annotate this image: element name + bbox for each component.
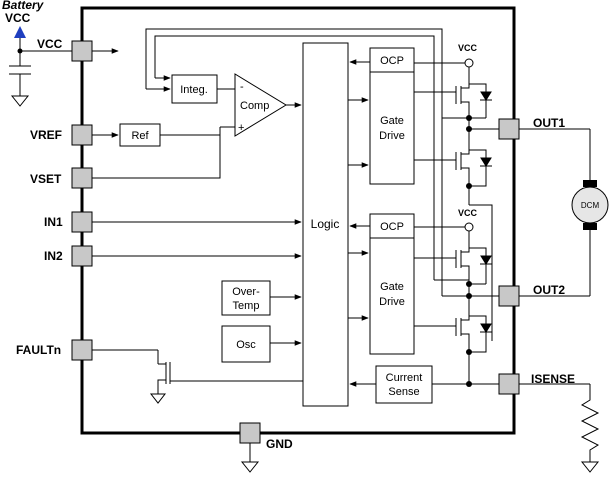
signal-wires — [92, 28, 443, 387]
gate-drive-top-label-2: Drive — [379, 130, 405, 142]
comp-label: Comp — [240, 100, 269, 112]
over-temp-label-2: Temp — [233, 300, 260, 312]
pin-isense-label: ISENSE — [531, 372, 575, 386]
pin-vcc — [71, 40, 93, 62]
ocp-top-block — [369, 47, 415, 73]
pin-vset — [71, 167, 93, 189]
pin-vset-label: VSET — [30, 172, 62, 186]
motor-label: DCM — [581, 201, 600, 210]
pin-in1-label: IN1 — [44, 215, 63, 229]
vcc-rail-bottom-label: VCC — [458, 208, 478, 218]
comp-plus: + — [238, 122, 244, 134]
gate-drive-bottom-label-1: Gate — [380, 281, 404, 293]
integ-label: Integ. — [180, 84, 208, 96]
over-temp-block — [221, 280, 271, 316]
node-dot — [466, 183, 472, 189]
vcc-rail-top-label: VCC — [458, 43, 478, 53]
node-dot — [466, 281, 472, 287]
ref-label: Ref — [131, 130, 149, 142]
ocp-bottom-block — [369, 213, 415, 239]
pin-vcc-label: VCC — [37, 37, 63, 51]
pin-vref-label: VREF — [30, 128, 62, 142]
pin-isense — [498, 373, 520, 395]
diode-icon — [480, 157, 492, 167]
current-sense-block — [375, 365, 433, 404]
ocp-top-label: OCP — [380, 55, 404, 67]
over-temp-label-1: Over- — [232, 286, 260, 298]
sense-resistor-icon — [580, 384, 600, 462]
battery-arrow-icon — [14, 26, 26, 38]
pin-out2-label: OUT2 — [533, 283, 565, 297]
current-sense-label-1: Current — [386, 372, 423, 384]
logic-label: Logic — [311, 217, 340, 231]
osc-block — [221, 325, 271, 363]
ground-icon — [149, 393, 167, 404]
pin-out1 — [498, 118, 520, 140]
comparator-icon — [234, 73, 287, 137]
pin-out1-label: OUT1 — [533, 116, 565, 130]
pin-gnd — [239, 422, 261, 444]
pin-faultn-label: FAULTn — [16, 343, 61, 357]
ground-icon — [10, 95, 30, 107]
pin-vref — [71, 124, 93, 146]
battery-vcc-label: VCC — [5, 11, 31, 25]
node-dot — [466, 349, 472, 355]
top-half-bridge: VCC — [414, 43, 499, 341]
battery-supply: Battery VCC — [2, 0, 72, 107]
pin-in2-label: IN2 — [44, 249, 63, 263]
device-outline — [80, 6, 516, 435]
gate-drive-top-block — [369, 71, 415, 185]
ground-icon — [580, 461, 600, 473]
node-dot — [466, 293, 472, 299]
pin-in1 — [71, 211, 93, 233]
pin-faultn — [71, 339, 93, 361]
diode-icon — [480, 91, 492, 101]
pin-out2 — [498, 285, 520, 307]
comp-minus: - — [240, 81, 244, 93]
gate-drive-top-label-1: Gate — [380, 115, 404, 127]
diode-icon — [480, 255, 492, 265]
current-sense-label-2: Sense — [388, 386, 419, 398]
battery-label: Battery — [2, 0, 45, 12]
bottom-half-bridge: VCC — [414, 117, 499, 385]
node-dot — [466, 126, 472, 132]
motor-icon — [571, 186, 609, 224]
osc-label: Osc — [236, 339, 256, 351]
logic-block — [302, 42, 349, 407]
gate-drive-bottom-block — [369, 237, 415, 355]
diode-icon — [480, 323, 492, 333]
fault-transistor-icon — [149, 362, 175, 404]
pin-in2 — [71, 245, 93, 267]
ground-icon — [240, 461, 260, 473]
node-dot — [466, 381, 472, 387]
gate-drive-bottom-label-2: Drive — [379, 296, 405, 308]
pin-gnd-label: GND — [266, 437, 293, 451]
ocp-bottom-label: OCP — [380, 221, 404, 233]
